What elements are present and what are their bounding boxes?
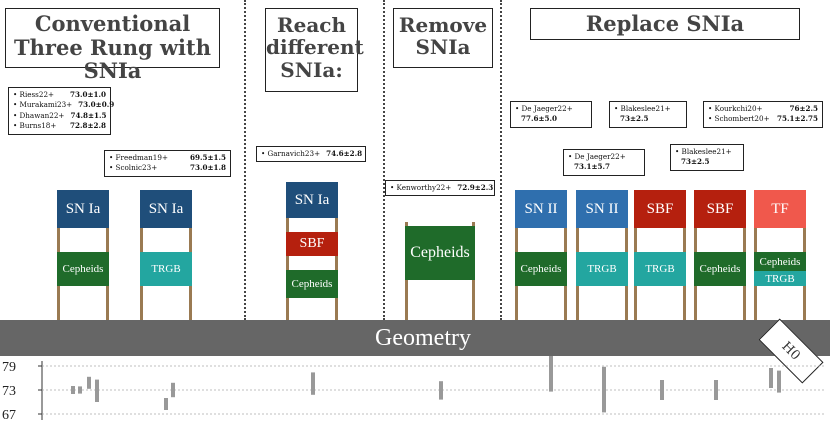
ladder-snii-cepheids: SN II Cepheids xyxy=(515,190,567,320)
ref-entry: Burns18+72.8±2.8 xyxy=(13,121,106,131)
rung-cepheids: Cepheids xyxy=(754,252,806,271)
rung-sbf: SBF xyxy=(694,190,746,228)
section-title-remove: Remove SNIa xyxy=(393,8,493,68)
ref-entry: De Jaeger22+73.1±5.7 xyxy=(568,152,640,173)
ref-entry: Riess22+73.0±1.0 xyxy=(13,90,106,100)
y-tick-label: 79 xyxy=(2,360,16,375)
rung-cepheids: Cepheids xyxy=(515,252,567,286)
h0-errorbar xyxy=(95,379,99,402)
section-title-reach: Reach different SNIa: xyxy=(265,8,364,92)
rung-cepheids: Cepheids xyxy=(286,270,338,298)
rung-sbf: SBF xyxy=(634,190,686,228)
section-title-conventional: Conventional Three Rung with SNIa xyxy=(5,8,220,82)
ref-box-blakeslee-cepheids: Blakeslee21+73±2.5 xyxy=(670,144,744,171)
ref-entry: Dhawan22+74.8±1.5 xyxy=(13,111,107,121)
rung-sn-ii: SN II xyxy=(576,190,628,228)
divider-line xyxy=(500,0,502,320)
divider-line xyxy=(244,0,246,320)
rung-trgb: TRGB xyxy=(576,252,628,286)
h0-errorbar-plot: 79 73 67 xyxy=(2,356,825,423)
ref-box-dejaeger-cepheids: De Jaeger22+77.6±5.0 xyxy=(510,101,592,128)
ladder-cepheids-only: Cepheids xyxy=(405,222,475,320)
h0-errorbar xyxy=(311,372,315,395)
y-tick-label: 73 xyxy=(2,384,16,399)
geometry-label: Geometry xyxy=(375,325,471,351)
ref-box-conventional-snia: Riess22+73.0±1.0 Murakami23+73.0±0.9 Dha… xyxy=(8,87,115,135)
ref-entry: Schombert20+75.1±2.75 xyxy=(708,114,818,124)
rung-sbf: SBF xyxy=(286,232,338,256)
ref-entry: Scolnic23+73.0±1.8 xyxy=(109,163,226,173)
h0-errorbar xyxy=(171,382,175,398)
ladder-snii-trgb: SN II TRGB xyxy=(576,190,628,320)
ref-entry: Blakeslee21+73±2.5 xyxy=(675,147,739,168)
rung-trgb: TRGB xyxy=(634,252,686,286)
ref-entry: Blakeslee21+73±2.5 xyxy=(614,104,682,125)
ladder-sn-trgb: SN Ia TRGB xyxy=(140,190,192,320)
y-tick-label: 67 xyxy=(2,408,16,423)
ref-entry: Freedman19+69.5±1.5 xyxy=(109,153,226,163)
ref-box-trgb: Freedman19+69.5±1.5 Scolnic23+73.0±1.8 xyxy=(104,150,231,177)
rung-sn-ia: SN Ia xyxy=(140,190,192,228)
divider-line xyxy=(383,0,385,320)
rung-sn-ii: SN II xyxy=(515,190,567,228)
ref-box-blakeslee-trgb: Blakeslee21+73±2.5 xyxy=(609,101,687,128)
ladder-sn-sbf-cepheids: SN Ia SBF Cepheids xyxy=(286,182,338,320)
ladder-sn-cepheids: SN Ia Cepheids xyxy=(57,190,109,320)
h0-errorbar xyxy=(164,398,168,410)
ref-box-garnavich: Garnavich23+74.6±2.8 xyxy=(256,146,366,163)
rung-sn-ia: SN Ia xyxy=(286,182,338,218)
rung-tf: TF xyxy=(754,190,806,228)
h0-errorbar xyxy=(549,356,553,392)
ref-box-dejaeger-trgb: De Jaeger22+73.1±5.7 xyxy=(563,149,645,176)
ref-entry: De Jaeger22+77.6±5.0 xyxy=(515,104,587,125)
h0-errorbar xyxy=(439,381,443,400)
section-title-replace: Replace SNIa xyxy=(530,8,800,40)
rung-cepheids: Cepheids xyxy=(405,226,475,280)
ref-entry: Murakami23+73.0±0.9 xyxy=(13,100,115,110)
ref-entry: Garnavich23+74.6±2.8 xyxy=(261,149,363,159)
ref-entry: Kenworthy22+72.9±2.3 xyxy=(390,183,494,193)
h0-errorbar xyxy=(660,380,664,400)
ladder-tf-cepheids-trgb: TF Cepheids TRGB xyxy=(754,190,806,320)
ladder-sbf-trgb: SBF TRGB xyxy=(634,190,686,320)
h0-errorbar xyxy=(602,366,606,413)
geometry-bar: Geometry xyxy=(0,320,830,356)
rung-cepheids: Cepheids xyxy=(57,252,109,286)
ref-box-kenworthy: Kenworthy22+72.9±2.3 xyxy=(385,180,495,197)
rung-trgb: TRGB xyxy=(754,271,806,286)
h0-errorbar xyxy=(714,380,718,400)
rung-cepheids: Cepheids xyxy=(694,252,746,286)
ref-box-tf: Kourkchi20+76±2.5 Schombert20+75.1±2.75 xyxy=(703,101,823,128)
h0-errorbar xyxy=(769,368,773,388)
rung-trgb: TRGB xyxy=(140,252,192,286)
rung-sn-ia: SN Ia xyxy=(57,190,109,228)
h0-errorbar xyxy=(777,370,781,393)
h0-errorbar xyxy=(78,386,82,394)
ladder-sbf-cepheids: SBF Cepheids xyxy=(694,190,746,320)
h0-errorbar xyxy=(71,386,75,394)
h0-errorbar xyxy=(87,376,91,389)
ref-entry: Kourkchi20+76±2.5 xyxy=(708,104,818,114)
